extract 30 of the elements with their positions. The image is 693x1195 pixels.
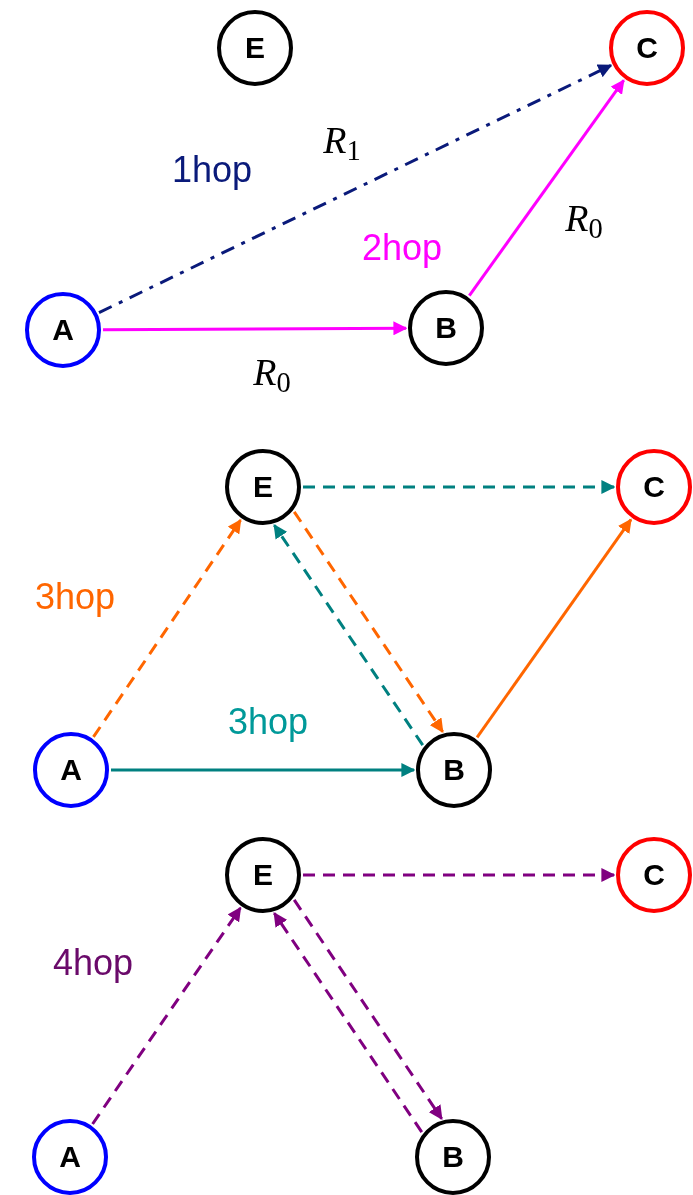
hop-label: 1hop	[171, 152, 253, 188]
node-label: C	[636, 33, 658, 63]
arrow	[273, 524, 424, 746]
edge-label: R$_{1}$	[323, 121, 361, 159]
arrow	[292, 899, 443, 1120]
node-label: A	[59, 1142, 81, 1172]
node-label: E	[253, 472, 273, 502]
hop-label: 3hop	[34, 579, 116, 615]
hop-label: 2hop	[361, 230, 443, 266]
node-label: E	[253, 860, 273, 890]
arrow	[468, 79, 625, 297]
arrow	[273, 912, 424, 1133]
hop-label: 4hop	[52, 945, 134, 981]
node-label: C	[643, 860, 665, 890]
arrow	[303, 480, 616, 494]
node-label: A	[60, 755, 82, 785]
edge-label: R$_{0}$	[565, 199, 603, 237]
node-label: B	[442, 1142, 464, 1172]
edge-label: R$_{0}$	[253, 353, 291, 391]
node-label: A	[52, 315, 74, 345]
arrow	[293, 511, 444, 733]
node-label: E	[245, 33, 265, 63]
arrow	[111, 763, 416, 777]
arrow	[303, 868, 616, 882]
arrow	[103, 321, 408, 336]
node-label: B	[435, 313, 457, 343]
hop-label: 3hop	[227, 704, 309, 740]
node-label: C	[643, 472, 665, 502]
arrow	[475, 518, 633, 739]
node-label: B	[443, 755, 465, 785]
